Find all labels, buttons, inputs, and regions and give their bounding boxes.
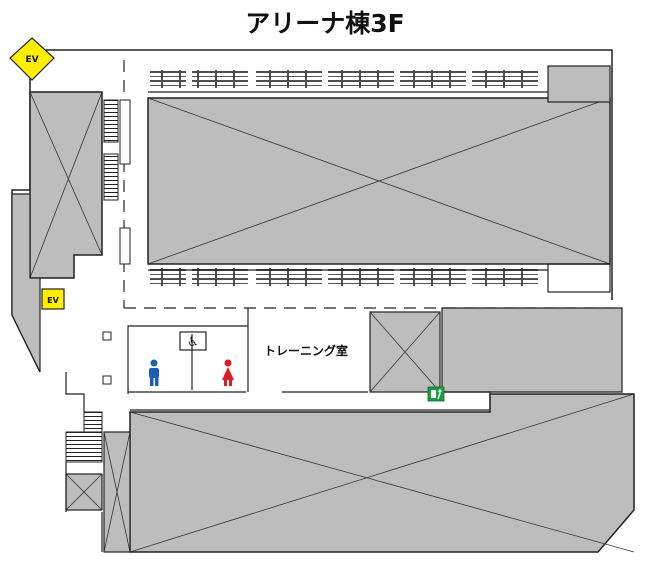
emergency-exit-icon xyxy=(427,386,445,402)
floor-title: アリーナ棟3F xyxy=(245,9,405,38)
columns xyxy=(102,331,112,385)
lower-stairs xyxy=(65,411,103,463)
woman-icon xyxy=(222,359,234,386)
lower-left-void xyxy=(65,431,131,553)
right-void xyxy=(441,307,623,393)
arena-void xyxy=(147,65,611,293)
wheelchair-icon: ♿ xyxy=(187,335,199,350)
restroom-block xyxy=(127,325,248,394)
elevator-label: EV xyxy=(25,55,38,65)
small-void xyxy=(369,311,441,393)
elevator-top: EV xyxy=(9,37,55,81)
left-strip-void xyxy=(11,193,41,373)
upper-stairs xyxy=(103,99,131,265)
seating-top xyxy=(150,70,538,88)
lower-void xyxy=(129,393,635,553)
left-upper-void xyxy=(29,91,103,279)
man-icon xyxy=(149,359,159,386)
training-room: トレーニング室 xyxy=(247,308,368,393)
elevator-label: EV xyxy=(47,296,59,305)
training-room-label: トレーニング室 xyxy=(264,343,348,358)
elevator-mid: EV xyxy=(41,288,65,310)
left-corridor-walls xyxy=(65,372,103,552)
seating-bottom xyxy=(150,268,538,286)
